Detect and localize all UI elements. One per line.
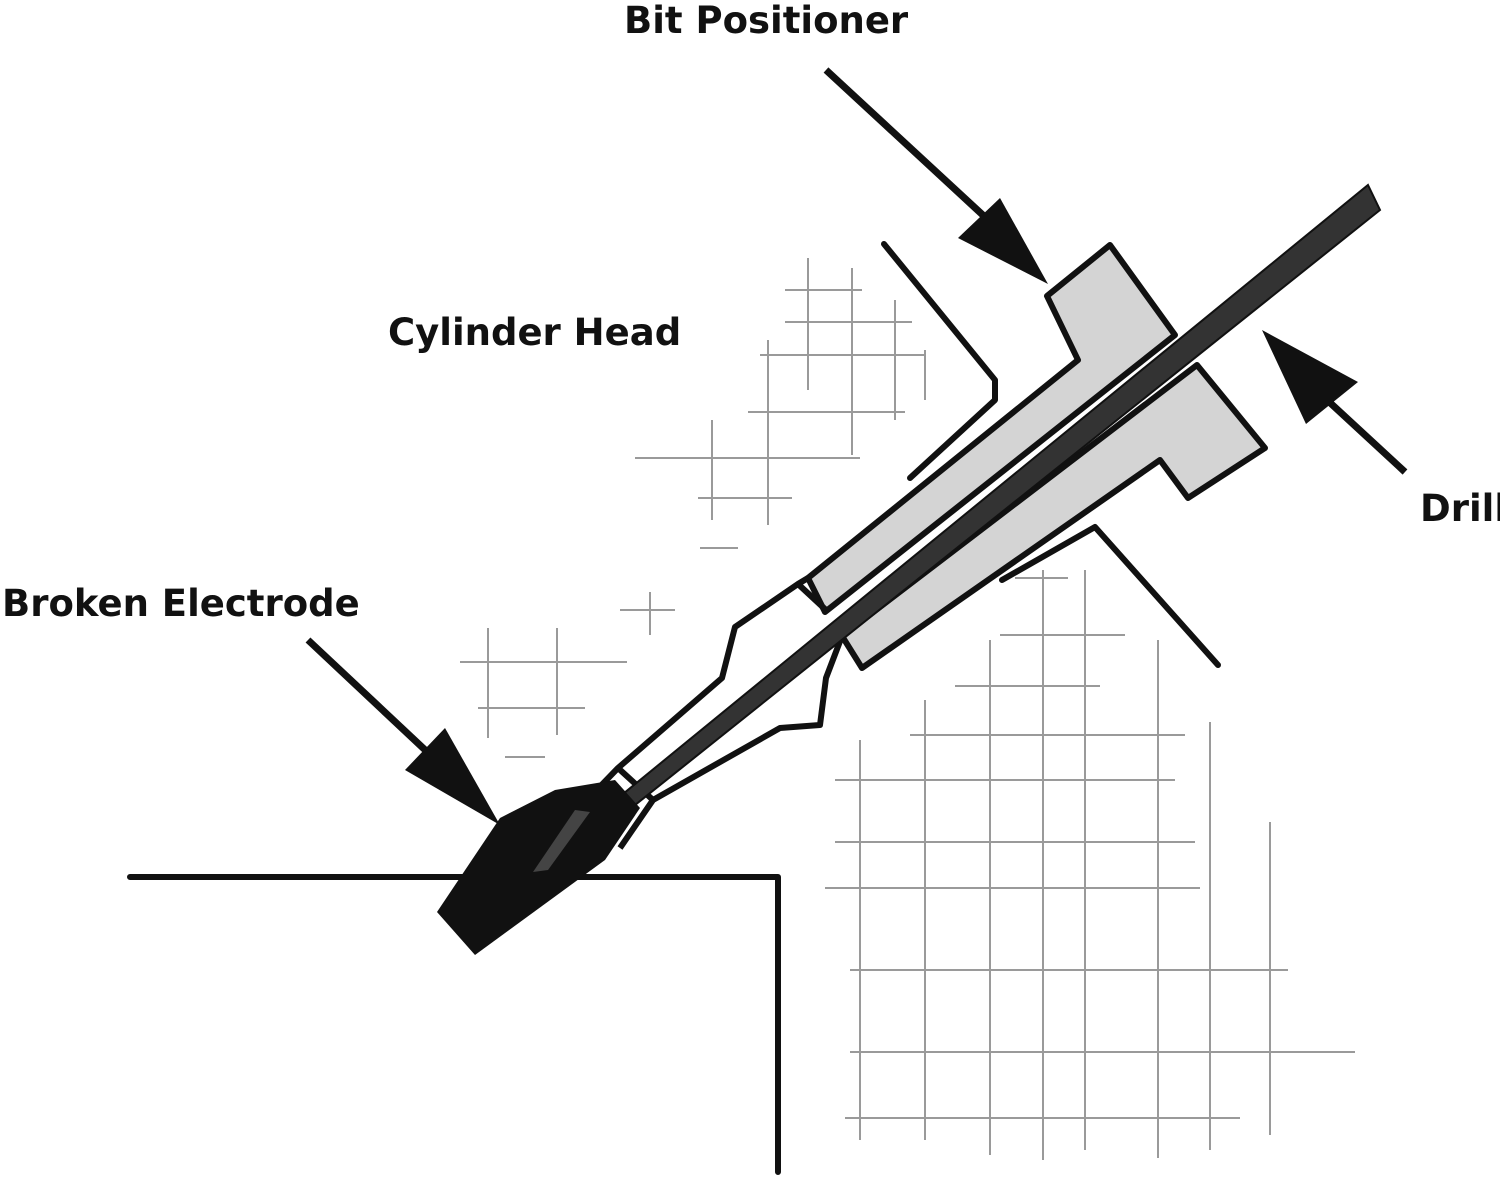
- combustion-chamber-edge: [127, 874, 781, 1175]
- bit-positioner-label: Bit Positioner: [624, 0, 909, 42]
- arrow-broken-electrode: [305, 637, 500, 825]
- bore-wall-upper: [881, 241, 998, 481]
- hatch-pattern-left: [460, 628, 627, 758]
- arrow-drill: [1262, 330, 1408, 475]
- drill-tip: [533, 810, 590, 872]
- cylinder-head-label: Cylinder Head: [388, 311, 682, 354]
- drill-bit: [526, 183, 1382, 872]
- broken-electrode-label: Broken Electrode: [2, 582, 360, 625]
- cylinder-head-outline: [127, 241, 1221, 1175]
- bit-positioner-upper: [805, 242, 1178, 615]
- bore-wall-lower: [999, 524, 1221, 668]
- hatch-pattern-upper: [620, 258, 926, 635]
- arrow-bit-positioner: [823, 67, 1048, 284]
- hatch-pattern-lower: [825, 570, 1355, 1160]
- drill-label: Drill: [1420, 487, 1500, 530]
